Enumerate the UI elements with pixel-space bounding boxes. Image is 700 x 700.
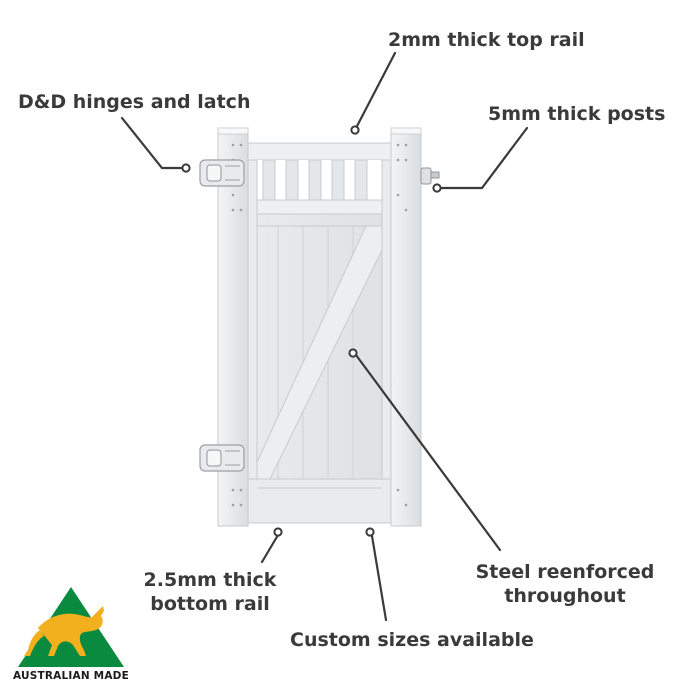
right-post <box>390 127 422 527</box>
hinge-icon <box>199 444 245 472</box>
australian-made-logo-text: AUSTRALIAN MADE <box>13 670 129 682</box>
callout-bottom-rail: 2.5mm thick bottom rail <box>140 568 280 616</box>
hinge-icon <box>199 159 245 187</box>
callout-steel: Steel reenforced throughout <box>468 560 662 608</box>
callout-custom-sizes: Custom sizes available <box>290 629 534 651</box>
callout-bottom-rail-line2: bottom rail <box>150 593 270 615</box>
pickets <box>262 159 368 201</box>
callout-posts: 5mm thick posts <box>488 103 666 125</box>
leader-dots <box>181 125 442 537</box>
callout-steel-line1: Steel reenforced <box>475 561 655 583</box>
latch-icon <box>420 167 440 185</box>
kangaroo-icon <box>24 606 104 656</box>
diagonal-brace <box>256 225 383 480</box>
callout-bottom-rail-line1: 2.5mm thick <box>143 569 277 591</box>
callout-hinges-latch: D&D hinges and latch <box>18 91 251 113</box>
australian-made-logo <box>18 587 124 667</box>
callout-top-rail: 2mm thick top rail <box>388 29 585 51</box>
callout-steel-line2: throughout <box>504 585 626 607</box>
leader-lines <box>120 51 529 622</box>
